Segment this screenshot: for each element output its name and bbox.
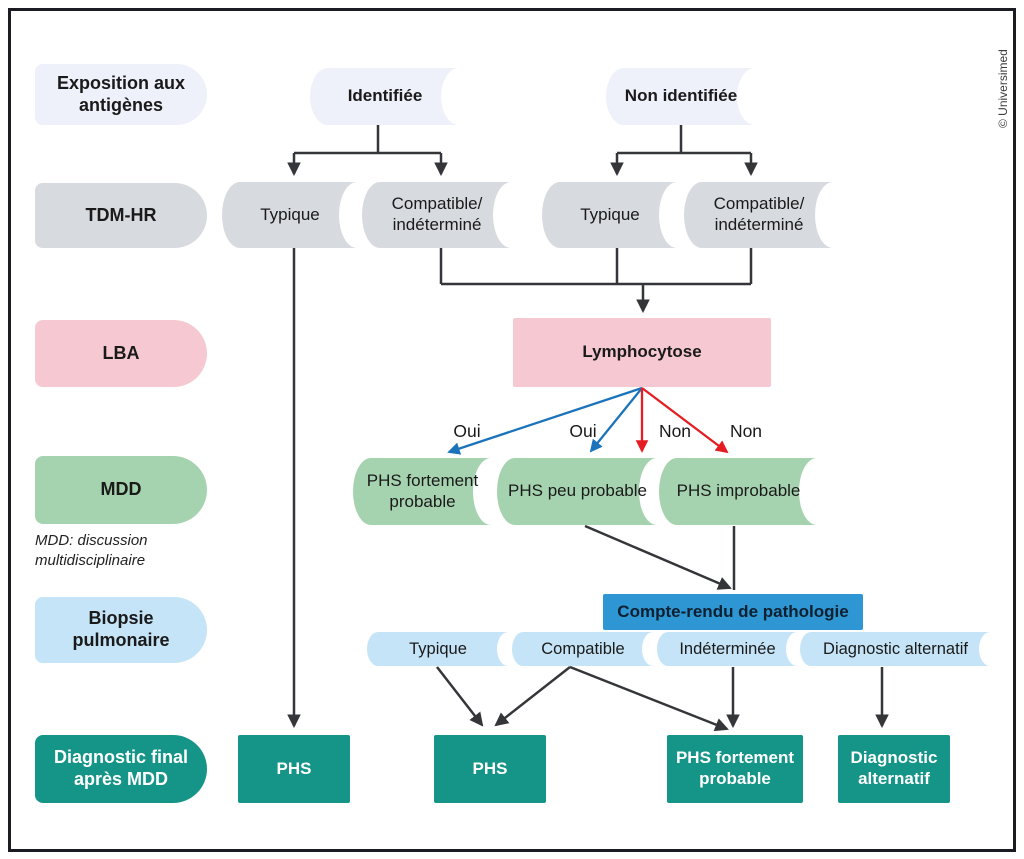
arrow-lymphocytose-oui-peu-probable <box>589 387 643 453</box>
node-phs-peu-probable: PHS peu probable <box>497 458 658 525</box>
cylinder-shape <box>353 458 491 525</box>
row-label-biopsie: Biopsie pulmonaire <box>35 597 207 663</box>
cylinder-shape <box>659 458 817 525</box>
node-phs-improbable: PHS improbable <box>659 458 818 525</box>
branch-label-oui-2: Oui <box>569 421 597 441</box>
node-tdm-typique-1: Typique <box>222 182 358 248</box>
connector-non-identifiee-split <box>617 123 751 155</box>
mdd-note: MDD: discussion multidisciplinaire <box>35 532 148 570</box>
copyright-text: © Universimed <box>996 49 1010 128</box>
cylinder-shape <box>800 632 990 666</box>
node-pathologie-compatible: Compatible <box>512 632 654 666</box>
connector-tdm-collector <box>439 248 753 286</box>
cylinder-shape <box>362 182 511 248</box>
cylinder-shape <box>512 632 653 666</box>
node-compte-rendu-pathologie: Compte-rendu de pathologie <box>603 594 863 630</box>
branch-label-non-1: Non <box>658 421 692 441</box>
cylinder-shape <box>222 182 357 248</box>
cylinder-shape <box>606 68 755 125</box>
arrow-compatible-phs-fortement <box>569 665 729 732</box>
cylinder-shape <box>542 182 677 248</box>
node-lymphocytose: Lymphocytose <box>513 318 771 387</box>
row-label-diagnostic-final: Diagnostic final après MDD <box>35 735 207 803</box>
arrow-biopsie-typique-phs <box>436 666 484 727</box>
row-label-exposition: Exposition aux antigènes <box>35 64 207 125</box>
row-label-mdd: MDD <box>35 456 207 524</box>
cylinder-shape <box>684 182 833 248</box>
node-non-identifiee: Non identifiée <box>606 68 756 125</box>
branch-label-non-2: Non <box>729 421 763 441</box>
branch-label-oui-1: Oui <box>453 421 481 441</box>
cylinder-shape <box>367 632 508 666</box>
node-final-phs-fortement-probable: PHS fortement probable <box>667 735 803 803</box>
arrow-lymphocytose-non-improbable <box>641 387 729 454</box>
node-pathologie-diagnostic-alternatif: Diagnostic alternatif <box>800 632 991 666</box>
node-identifiee: Identifiée <box>310 68 460 125</box>
node-final-phs-2: PHS <box>434 735 546 803</box>
cylinder-shape <box>497 458 657 525</box>
node-tdm-compatible-2: Compatible/ indéterminé <box>684 182 834 248</box>
node-phs-fortement-probable: PHS fortement probable <box>353 458 492 525</box>
arrow-lymphocytose-oui-fortement <box>447 386 643 455</box>
node-tdm-compatible-1: Compatible/ indéterminé <box>362 182 512 248</box>
cylinder-shape <box>657 632 797 666</box>
row-label-lba: LBA <box>35 320 207 387</box>
arrow-peu-probable-pathologie <box>584 524 732 590</box>
node-final-diagnostic-alternatif: Diagnostic alternatif <box>838 735 950 803</box>
cylinder-shape <box>310 68 459 125</box>
arrow-compatible-phs <box>494 666 571 727</box>
connector-identifiee-split <box>294 123 441 155</box>
node-pathologie-indeterminee: Indéterminée <box>657 632 798 666</box>
node-final-phs-1: PHS <box>238 735 350 803</box>
node-tdm-typique-2: Typique <box>542 182 678 248</box>
node-pathologie-typique: Typique <box>367 632 509 666</box>
row-label-tdm-hr: TDM-HR <box>35 183 207 248</box>
figure-border <box>8 8 1016 852</box>
